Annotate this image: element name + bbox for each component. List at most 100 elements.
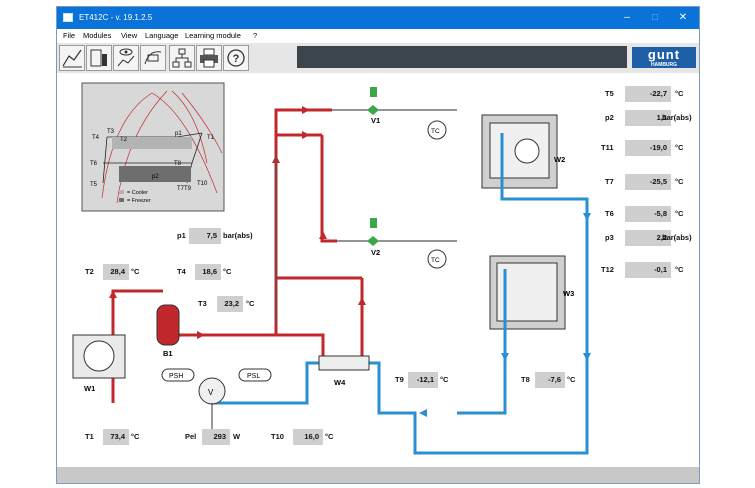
valve-v1-solenoid <box>370 87 377 97</box>
t10-label: T10 <box>271 432 284 441</box>
ph-p1-label: p1 <box>175 131 182 137</box>
valve-v1-icon <box>367 105 373 115</box>
title-bar: ET412C - v. 19.1.2.5 – □ ✕ <box>57 7 699 29</box>
help-icon[interactable]: ? <box>223 45 249 71</box>
t6-label: T6 <box>605 209 614 218</box>
pel-label: Pel <box>185 432 197 441</box>
ph-cooler-band <box>112 137 192 149</box>
logo-text: gunt <box>647 47 681 62</box>
valve-v2-icon <box>367 236 373 246</box>
measurement-icon[interactable] <box>86 45 112 71</box>
menu-language[interactable]: Language <box>145 31 179 40</box>
menu-file[interactable]: File <box>63 31 76 40</box>
w1-fan-icon <box>83 340 115 372</box>
menu-learning-module[interactable]: Learning module <box>185 31 241 40</box>
t4-unit: °C <box>223 267 232 276</box>
window-title: ET412C - v. 19.1.2.5 <box>79 13 153 22</box>
svg-text:?: ? <box>233 53 240 65</box>
menu-help[interactable]: ? <box>253 31 258 40</box>
app-icon <box>63 13 73 22</box>
ph-p2-label: p2 <box>152 174 159 180</box>
t12-unit: °C <box>675 265 684 274</box>
maximize-button[interactable]: □ <box>651 12 659 23</box>
chart-icon[interactable] <box>59 45 85 71</box>
psh-switch <box>161 368 195 382</box>
legend-freezer-swatch <box>119 198 124 202</box>
t7-value: -25,5 <box>625 174 671 190</box>
legend-cooler-swatch <box>119 190 124 194</box>
ph-t10-label: T10 <box>197 181 208 187</box>
ph-t7-label: T7 <box>177 186 185 192</box>
w1-label: W1 <box>84 384 95 393</box>
t5-unit: °C <box>675 89 684 98</box>
hot-arrows <box>109 106 366 339</box>
t3-value: 23,2 <box>217 296 243 312</box>
ph-t5-label: T5 <box>90 182 98 188</box>
t1-label: T1 <box>85 432 94 441</box>
t1-unit: °C <box>131 432 140 441</box>
ph-t4-label: T4 <box>92 135 100 141</box>
t11-unit: °C <box>675 143 684 152</box>
toolbar-strip <box>297 46 627 68</box>
t4-value: 18,6 <box>195 264 221 280</box>
menu-modules[interactable]: Modules <box>83 31 112 40</box>
ph-t8-label: T8 <box>174 161 182 167</box>
t8-value: -7,6 <box>535 372 565 388</box>
ph-t3-label: T3 <box>107 129 115 135</box>
v2-label: V2 <box>371 248 380 257</box>
t9-label: T9 <box>395 375 404 384</box>
app-window: ET412C - v. 19.1.2.5 – □ ✕ File Modules … <box>56 6 700 484</box>
diagram-icon[interactable] <box>140 45 166 71</box>
toolbar: ? gunt HAMBURG <box>57 43 699 73</box>
ph-freezer-band <box>119 166 191 182</box>
logo-sub: HAMBURG <box>632 62 696 68</box>
t7-unit: °C <box>675 177 684 186</box>
legend-cooler: = Cooler <box>127 190 148 196</box>
heat-exchanger-w4 <box>318 355 370 371</box>
w3-label: W3 <box>563 289 574 298</box>
ph-t9-label: T9 <box>184 186 192 192</box>
t5-label: T5 <box>605 89 614 98</box>
w2-label: W2 <box>554 155 565 164</box>
tc-v1 <box>427 120 447 140</box>
valve-v1-icon-b <box>373 105 379 115</box>
cold-piping <box>212 133 589 455</box>
t7-label: T7 <box>605 177 614 186</box>
menu-bar: File Modules View Language Learning modu… <box>57 29 699 43</box>
t6-unit: °C <box>675 209 684 218</box>
valve-v2-icon-b <box>373 236 379 246</box>
minimize-button[interactable]: – <box>624 12 630 23</box>
t3-unit: °C <box>246 299 255 308</box>
printer-icon[interactable] <box>196 45 222 71</box>
pel-unit: W <box>233 432 241 441</box>
tc2-label: TC <box>431 257 440 264</box>
close-button[interactable]: ✕ <box>678 12 688 23</box>
valve-v2-solenoid <box>370 218 377 228</box>
psh-label: PSH <box>169 373 183 380</box>
t1-value: 73,4 <box>103 429 129 445</box>
t8-unit: °C <box>567 375 576 384</box>
t5-value: -22,7 <box>625 86 671 102</box>
w2-fan-icon <box>514 138 540 164</box>
compressor-label: V <box>208 388 214 397</box>
menu-view[interactable]: View <box>121 31 138 40</box>
v1-label: V1 <box>371 116 380 125</box>
receiver-b1 <box>156 304 180 346</box>
b1-label: B1 <box>163 349 173 358</box>
schematic-svg: p1 p2 T4 T3 T2 T1 T6 T5 T8 T7 T9 T10 = C… <box>72 82 591 455</box>
t11-value: -19,0 <box>625 140 671 156</box>
p1-value: 7,5 <box>189 228 221 244</box>
t10-value: 16,0 <box>293 429 323 445</box>
eye-chart-icon[interactable] <box>113 45 139 71</box>
t3-label: T3 <box>198 299 207 308</box>
tc-v2 <box>427 249 447 269</box>
p2-label: p2 <box>605 113 614 122</box>
process-schematic: p1 p2 T4 T3 T2 T1 T6 T5 T8 T7 T9 T10 = C… <box>57 73 699 469</box>
p2-value: 1,1 <box>625 110 671 126</box>
legend-freezer: = Freezer <box>127 198 151 204</box>
t4-label: T4 <box>177 267 186 276</box>
t2-unit: °C <box>131 267 140 276</box>
network-icon[interactable] <box>169 45 195 71</box>
status-bar <box>57 467 699 483</box>
w4-label: W4 <box>334 378 346 387</box>
